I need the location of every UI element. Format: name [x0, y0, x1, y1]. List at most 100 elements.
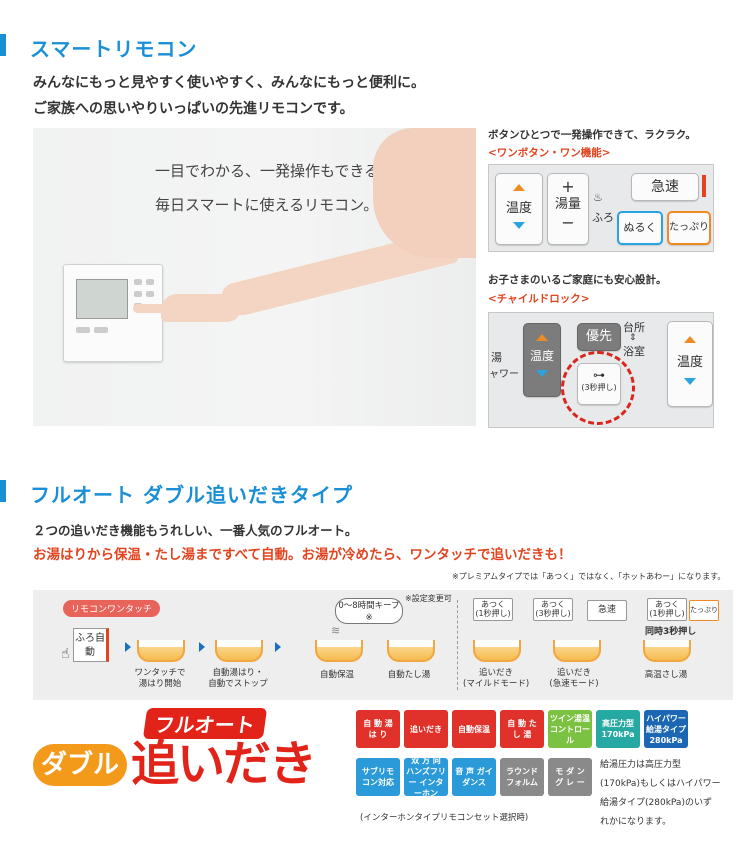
- hand-icon: ☝: [61, 646, 70, 662]
- step-label: 追いだき(急速モード): [549, 668, 599, 689]
- atsuku-1sec-key: あつく(1秒押し): [473, 598, 513, 621]
- setting-note: ※設定変更可: [405, 594, 452, 603]
- remote-photo: 一目でわかる、一発操作もできる。 毎日スマートに使えるリモコン。: [33, 128, 476, 426]
- pressure-note-line: (170kPa)もしくはハイパワー: [600, 779, 721, 789]
- pressure-note: 給湯圧力は高圧力型 (170kPa)もしくはハイパワー 給湯タイプ(280kPa…: [600, 756, 721, 832]
- bath-icon: ♨: [593, 191, 603, 204]
- tappuri-key: たっぷり: [667, 211, 711, 245]
- furo-auto-button: ふろ自動: [73, 628, 109, 662]
- feature2-desc: お子さまのいるご家庭にも安心設計。: [488, 274, 667, 286]
- logo-oidaki: 追いだき: [131, 736, 317, 792]
- shower-label: ャワー: [489, 369, 519, 380]
- furo-auto-label: ふろ自動: [75, 633, 105, 658]
- swap-icon: ⇕: [629, 333, 637, 343]
- pressure-note-line: 給湯圧力は高圧力型: [600, 760, 682, 770]
- nuruku-key: ぬるく: [617, 211, 663, 245]
- lead-text-line1: ２つの追いだき機能もうれしい、一番人気のフルオート。: [33, 523, 358, 538]
- keep-hours-bubble: 0〜8時間キープ※: [335, 598, 403, 624]
- arrow-down-icon: [513, 222, 525, 229]
- feature1-desc: ボタンひとつで一発操作できて、ラクラク。: [488, 129, 696, 141]
- wall-remote-illustration: [63, 264, 163, 362]
- pressure-note-line: 給湯タイプ(280kPa)のいず: [600, 798, 712, 808]
- kitchen-label: 台所: [623, 321, 645, 334]
- key-icon: ⊶: [593, 368, 605, 382]
- bath-label: 浴室: [623, 345, 645, 358]
- step-label: 高温さし湯: [644, 670, 688, 680]
- minus-icon: −: [561, 213, 575, 232]
- feature-badge: ラウンド フォルム: [500, 758, 544, 796]
- feature-badge: ハイパワー 給湯タイプ 280kPa: [644, 710, 688, 748]
- feature1-name: <ワンボタン・ワン機能>: [488, 147, 611, 159]
- step-label: 自動保温: [319, 670, 354, 680]
- arrow-up-icon: [684, 336, 696, 343]
- arrow-up-icon: [513, 184, 525, 191]
- flow-divider: [457, 600, 458, 690]
- feature-badge: 自 動 湯 は り: [356, 710, 400, 748]
- feature-badge: 自 動 た し 湯: [500, 710, 544, 748]
- feature-badge: サブリモ コン対応: [356, 758, 400, 796]
- tappuri-key: たっぷり: [689, 600, 719, 621]
- temp-label: 温度: [505, 201, 532, 216]
- arrow-right-icon: [125, 642, 131, 652]
- steam-icon: ≋: [331, 624, 341, 637]
- remote-button: [94, 327, 108, 333]
- feature-badge: 追いだき: [404, 710, 448, 748]
- remote-button: [146, 279, 154, 285]
- remote-button: [76, 327, 90, 333]
- lock-label: (3秒押し): [581, 383, 617, 392]
- finger-illustration: [133, 304, 173, 313]
- remote-button: [134, 279, 142, 285]
- yu-label: 湯: [491, 351, 502, 364]
- priority-key: 優先: [577, 323, 621, 351]
- photo-caption-line2: 毎日スマートに使えるリモコン。: [155, 196, 379, 214]
- temp-key-left: 温度: [523, 323, 561, 397]
- section-marker: [0, 480, 6, 502]
- lead-text-line2: お湯はりから保温・たし湯まですべて自動。お湯が冷めたら、ワンタッチで追いだきも！: [33, 547, 572, 563]
- temp-key: 温度: [495, 173, 543, 245]
- section-title-smart-remote: スマートリモコン: [30, 37, 198, 61]
- feature-badge: ツイン湯温 コントロール: [548, 710, 592, 748]
- step-label: ワンタッチで湯はり開始: [134, 668, 186, 689]
- bathtub-icon: [553, 640, 601, 662]
- feature-badge: 音 声 ガイダンス: [452, 758, 496, 796]
- temp-key-right: 温度: [667, 321, 713, 407]
- lock-highlight-ring: [561, 351, 635, 425]
- bathtub-icon: [215, 640, 263, 662]
- premium-note: ※プレミアムタイプでは「あつく」ではなく、「ホットあわー」になります。: [452, 572, 726, 581]
- step-label: 自動湯はり・自動でストップ: [208, 668, 268, 689]
- feature-badge: モ ダ ン グ レ ー: [548, 758, 592, 796]
- intercom-note: (インターホンタイプリモコンセット選択時): [360, 813, 529, 823]
- one-button-panel: 温度 + 湯量 − ♨ ふろ 急速 ぬるく たっぷり: [488, 164, 714, 252]
- step-label: 追いだき(マイルドモード): [463, 668, 530, 689]
- remote-button: [134, 291, 142, 297]
- shoulder-illustration: [373, 128, 476, 258]
- feature2-name: <チャイルドロック>: [488, 293, 590, 305]
- operation-flow: リモコンワンタッチ ふろ自動 ☝ ≋ 0〜8時間キープ※ ※設定変更可 ワンタッ…: [33, 590, 733, 700]
- lead-text-line1: みんなにもっと見やすく使いやすく、みんなにもっと便利に。: [33, 75, 425, 91]
- logo-double: ダブル: [33, 744, 128, 786]
- kyusoku-key: 急速: [587, 600, 627, 621]
- kyusoku-key: 急速: [631, 173, 699, 201]
- bathtub-icon: [473, 640, 521, 662]
- bathtub-icon: [387, 640, 435, 662]
- feature-badge: 高圧力型 170kPa: [596, 710, 640, 748]
- bathtub-icon: [137, 640, 185, 662]
- child-lock-key: ⊶ (3秒押し): [577, 363, 621, 405]
- remote-touch-label: リモコンワンタッチ: [63, 600, 161, 617]
- temp-label: 温度: [529, 349, 554, 363]
- remote-button: [146, 291, 154, 297]
- arrow-down-icon: [684, 378, 696, 385]
- step-label: 自動たし湯: [387, 670, 431, 680]
- arrow-right-icon: [275, 642, 281, 652]
- simultaneous-press-label: 同時3秒押し: [645, 627, 697, 637]
- atsuku-3sec-key: あつく(3秒押し): [533, 598, 573, 621]
- bathtub-icon: [315, 640, 363, 662]
- photo-caption-line1: 一目でわかる、一発操作もできる。: [155, 162, 395, 180]
- plus-icon: +: [561, 177, 575, 196]
- keep-hours-label: 0〜8時間キープ※: [338, 601, 400, 623]
- volume-key: + 湯量 −: [547, 173, 589, 245]
- volume-label: 湯量: [554, 197, 581, 212]
- section-title-full-auto: フルオート ダブル追いだきタイプ: [30, 483, 353, 507]
- feature-badge: 自動保温: [452, 710, 496, 748]
- atsuku-key: あつく(1秒押し): [647, 598, 687, 621]
